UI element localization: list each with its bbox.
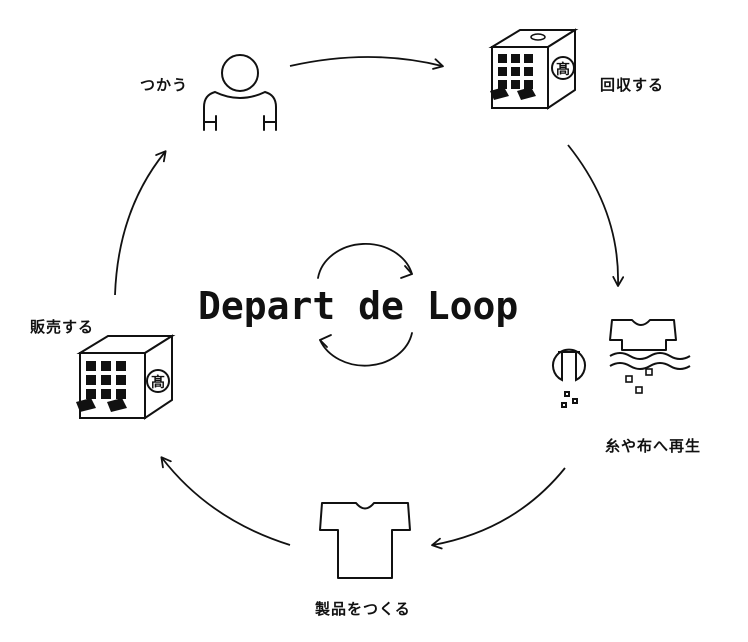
tshirt-icon	[319, 502, 411, 579]
step-label-regenerate: 糸や布へ再生	[605, 437, 702, 455]
arrow-regenerate-to-make	[431, 467, 566, 550]
flask-icon	[552, 348, 586, 408]
store-building-icon-left	[76, 334, 176, 420]
arrow-sell-to-use	[114, 150, 167, 296]
arrow-make-to-sell	[160, 456, 291, 546]
step-label-use: つかう	[140, 76, 189, 94]
loop-icon	[317, 242, 413, 367]
fiber-particles-icon	[625, 368, 653, 394]
person-icon	[203, 54, 277, 131]
step-label-collect: 回収する	[600, 76, 665, 94]
store-building-icon-top	[488, 28, 579, 110]
store-sign-top: 髙	[556, 61, 570, 78]
recycle-shirt-icon	[609, 319, 691, 370]
step-label-make: 製品をつくる	[315, 600, 411, 618]
step-label-sell: 販売する	[30, 318, 95, 336]
arrow-collect-to-regenerate	[567, 144, 625, 287]
diagram-title: Depart de Loop	[198, 284, 519, 328]
arrow-use-to-collect	[289, 56, 444, 70]
store-sign-left: 髙	[151, 374, 165, 391]
